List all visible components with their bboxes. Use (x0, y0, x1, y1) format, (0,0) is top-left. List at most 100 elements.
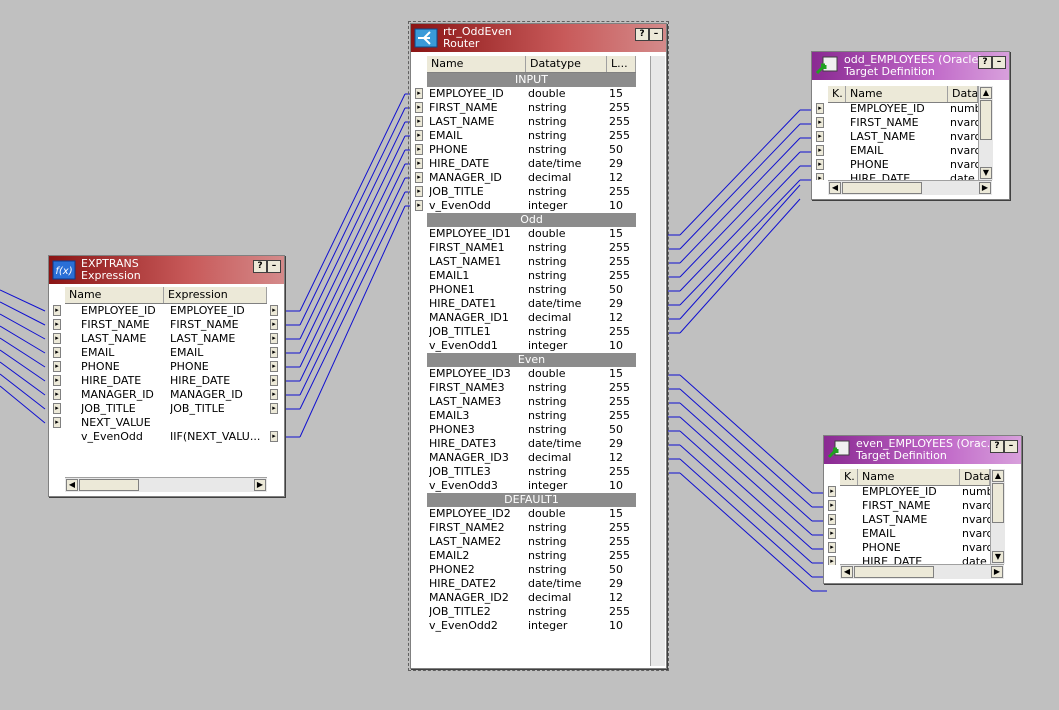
expression-transformation[interactable]: f(x) EXPTRANS Expression ? – Name Expres… (48, 255, 285, 497)
port-link[interactable] (679, 109, 801, 236)
input-port-icon[interactable]: ▸ (828, 542, 836, 553)
scroll-right-icon[interactable]: ▶ (991, 566, 1003, 578)
expression-titlebar[interactable]: f(x) EXPTRANS Expression ? – (49, 256, 284, 284)
minimize-button[interactable]: – (649, 28, 663, 41)
column-header-datatype[interactable]: Dataty (960, 469, 990, 485)
port-link[interactable] (679, 472, 813, 592)
incoming-link[interactable] (0, 313, 46, 340)
scroll-thumb[interactable] (992, 483, 1004, 523)
input-port-icon[interactable]: ▸ (415, 102, 423, 113)
output-port-icon[interactable]: ▸ (270, 431, 278, 442)
scroll-thumb[interactable] (842, 182, 922, 194)
column-header-name[interactable]: Name (427, 56, 526, 72)
column-header-datatype[interactable]: Dataty (948, 86, 978, 102)
input-port-icon[interactable]: ▸ (816, 103, 824, 114)
incoming-link[interactable] (0, 325, 46, 354)
scroll-left-icon[interactable]: ◀ (829, 182, 841, 194)
input-port-icon[interactable]: ▸ (415, 88, 423, 99)
scroll-left-icon[interactable]: ◀ (66, 479, 78, 491)
input-port-icon[interactable]: ▸ (828, 486, 836, 497)
port-link[interactable] (679, 388, 813, 508)
port-link[interactable] (679, 165, 801, 292)
port-link[interactable] (299, 107, 406, 326)
table-row[interactable]: EMPLOYEE_IDnumbe (840, 485, 990, 499)
scroll-up-icon[interactable]: ▲ (992, 470, 1004, 482)
output-port-icon[interactable]: ▸ (270, 403, 278, 414)
output-port-icon[interactable]: ▸ (270, 319, 278, 330)
even-target-vertical-scrollbar[interactable]: ▲ ▼ (990, 469, 1005, 564)
input-port-icon[interactable]: ▸ (816, 145, 824, 156)
input-port-icon[interactable]: ▸ (828, 556, 836, 565)
port-link[interactable] (679, 137, 801, 264)
port-link[interactable] (299, 163, 406, 382)
input-port-icon[interactable]: ▸ (53, 347, 61, 358)
output-port-icon[interactable]: ▸ (270, 333, 278, 344)
port-link[interactable] (299, 205, 406, 438)
odd-target-horizontal-scrollbar[interactable]: ◀ ▶ (828, 180, 992, 195)
help-button[interactable]: ? (635, 28, 649, 41)
router-transformation[interactable]: rtr_OddEven Router ? – Name Datatype L..… (408, 21, 669, 671)
port-link[interactable] (679, 402, 813, 522)
input-port-icon[interactable]: ▸ (53, 319, 61, 330)
scroll-down-icon[interactable]: ▼ (980, 167, 992, 179)
input-port-icon[interactable]: ▸ (415, 186, 423, 197)
even-target-titlebar[interactable]: even_EMPLOYEES (Orac... Target Definitio… (824, 436, 1021, 464)
input-port-icon[interactable]: ▸ (415, 200, 423, 211)
input-port-icon[interactable]: ▸ (53, 403, 61, 414)
input-port-icon[interactable]: ▸ (415, 158, 423, 169)
column-header-name[interactable]: Name (846, 86, 948, 102)
input-port-icon[interactable]: ▸ (415, 172, 423, 183)
input-port-icon[interactable]: ▸ (53, 361, 61, 372)
column-header-name[interactable]: Name (65, 287, 164, 303)
output-port-icon[interactable]: ▸ (270, 375, 278, 386)
input-port-icon[interactable]: ▸ (828, 500, 836, 511)
port-link[interactable] (679, 198, 801, 334)
incoming-link[interactable] (0, 385, 46, 424)
expression-horizontal-scrollbar[interactable]: ◀ ▶ (65, 477, 267, 492)
help-button[interactable]: ? (253, 260, 267, 273)
router-vertical-scrollbar[interactable] (650, 56, 665, 666)
column-header-datatype[interactable]: Datatype (526, 56, 607, 72)
table-row[interactable]: EMPLOYEE_IDnumbe (828, 102, 978, 116)
even-employees-target[interactable]: even_EMPLOYEES (Orac... Target Definitio… (823, 435, 1022, 584)
output-port-icon[interactable]: ▸ (270, 389, 278, 400)
column-header-key[interactable]: K. (840, 469, 858, 485)
scroll-thumb[interactable] (980, 100, 992, 140)
input-port-icon[interactable]: ▸ (828, 514, 836, 525)
input-port-icon[interactable]: ▸ (415, 130, 423, 141)
scroll-left-icon[interactable]: ◀ (841, 566, 853, 578)
table-row[interactable]: NEXT_VALUE (65, 416, 267, 430)
